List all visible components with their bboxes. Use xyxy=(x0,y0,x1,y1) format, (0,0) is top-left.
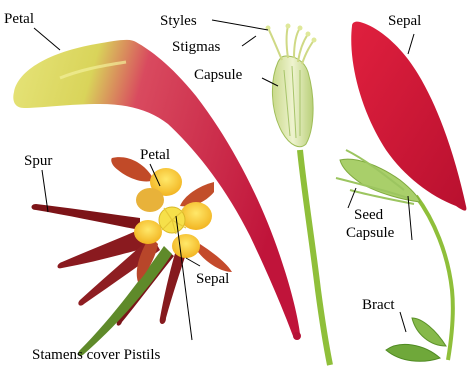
label-petal-flower: Petal xyxy=(140,148,170,163)
label-sepal-top: Sepal xyxy=(388,14,421,29)
label-capsule-seed: Capsule xyxy=(346,226,394,241)
bract-leaf-right xyxy=(412,318,446,346)
label-seed: Seed xyxy=(354,208,383,223)
capsule-specimen xyxy=(266,24,331,366)
label-stigmas: Stigmas xyxy=(172,40,220,55)
bract-leaf-left xyxy=(386,344,440,361)
label-sepal-flower: Sepal xyxy=(196,272,229,287)
spur-tip xyxy=(293,332,301,340)
capsule-body xyxy=(272,56,313,147)
label-capsule: Capsule xyxy=(194,68,242,83)
label-styles: Styles xyxy=(160,14,197,29)
petal-yellow-bottom xyxy=(172,234,200,258)
bract-specimen xyxy=(386,318,446,361)
label-spur: Spur xyxy=(24,154,52,169)
fruit-stalk xyxy=(300,150,330,365)
label-stamens: Stamens cover Pistils xyxy=(32,348,160,363)
label-petal-top: Petal xyxy=(4,12,34,27)
label-bract: Bract xyxy=(362,298,394,313)
sepal-lower-right xyxy=(198,244,232,272)
flower-specimen xyxy=(32,157,233,356)
petal-yellow-back xyxy=(136,188,164,212)
petal-yellow-left xyxy=(134,220,162,244)
